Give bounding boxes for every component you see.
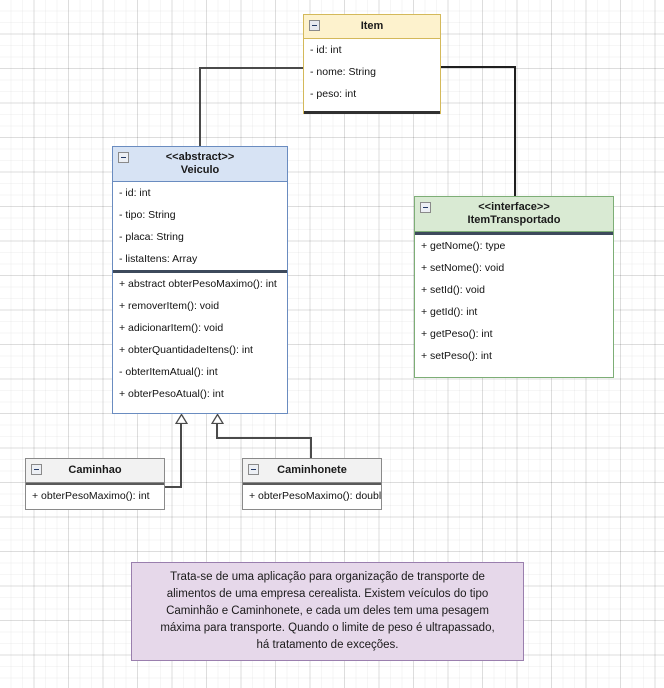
method-row: + setId(): void	[421, 284, 485, 296]
attribute-row: - tipo: String	[119, 209, 176, 221]
class-box-veiculo[interactable]: <<abstract>> Veiculo - id: int - tipo: S…	[112, 146, 288, 414]
class-header-veiculo: <<abstract>> Veiculo	[113, 147, 287, 182]
class-stereotype: <<interface>>	[478, 201, 550, 213]
note-box[interactable]: Trata-se de uma aplicação para organizaç…	[131, 562, 524, 661]
note-text: Trata-se de uma aplicação para organizaç…	[160, 571, 495, 651]
attributes-compartment-caminhao	[26, 483, 164, 485]
attribute-row: - placa: String	[119, 231, 184, 243]
class-box-itemtransportado[interactable]: <<interface>> ItemTransportado + getNome…	[414, 196, 614, 378]
class-box-caminhonete[interactable]: Caminhonete + obterPesoMaximo(): doubl	[242, 458, 382, 510]
generalization-arrow-caminhonete	[211, 414, 224, 424]
methods-compartment-caminhonete: + obterPesoMaximo(): doubl	[243, 485, 381, 507]
method-row: + getId(): int	[421, 306, 478, 318]
method-row: + obterPesoMaximo(): int	[32, 490, 150, 502]
connector-caminhonete-veiculo-horizontal	[216, 437, 312, 439]
class-header-itemtransportado: <<interface>> ItemTransportado	[415, 197, 613, 232]
class-name: Item	[360, 20, 384, 32]
attributes-compartment-caminhonete	[243, 483, 381, 485]
method-row: + getPeso(): int	[421, 328, 493, 340]
method-row: + removerItem(): void	[119, 300, 220, 312]
generalization-arrow-caminhao	[175, 414, 188, 424]
attributes-compartment-item: - id: int - nome: String - peso: int	[304, 39, 440, 114]
method-row: + obterPesoMaximo(): doubl	[249, 490, 381, 502]
class-name: Veiculo	[180, 164, 220, 176]
class-header-caminhonete: Caminhonete	[243, 459, 381, 483]
attribute-row: - id: int	[310, 44, 342, 56]
method-row: + setNome(): void	[421, 262, 505, 274]
collapse-icon[interactable]	[248, 464, 259, 475]
class-box-item[interactable]: Item - id: int - nome: String - peso: in…	[303, 14, 441, 114]
connector-item-itemtransportado-horizontal	[441, 66, 516, 68]
connector-item-veiculo-vertical	[199, 67, 201, 147]
method-row: + setPeso(): int	[421, 350, 492, 362]
class-stereotype: <<abstract>>	[165, 151, 235, 163]
class-header-caminhao: Caminhao	[26, 459, 164, 483]
collapse-icon[interactable]	[31, 464, 42, 475]
collapse-icon[interactable]	[309, 20, 320, 31]
collapse-icon[interactable]	[420, 202, 431, 213]
collapse-icon[interactable]	[118, 152, 129, 163]
method-row: + adicionarItem(): void	[119, 322, 224, 334]
methods-compartment-caminhao: + obterPesoMaximo(): int	[26, 485, 164, 507]
connector-item-veiculo-horizontal	[199, 67, 304, 69]
attribute-row: - nome: String	[310, 66, 376, 78]
attributes-compartment-itemtransportado	[415, 232, 613, 235]
class-name: ItemTransportado	[467, 214, 561, 226]
method-row: + abstract obterPesoMaximo(): int	[119, 278, 277, 290]
connector-caminhao-veiculo-vertical	[180, 423, 182, 488]
class-header-item: Item	[304, 15, 440, 39]
connector-caminhonete-veiculo-vertical-top	[216, 423, 218, 438]
method-row: + obterQuantidadeItens(): int	[119, 344, 253, 356]
method-row: - obterItemAtual(): int	[119, 366, 218, 378]
attributes-compartment-veiculo: - id: int - tipo: String - placa: String…	[113, 182, 287, 273]
connector-caminhonete-veiculo-vertical-bottom	[310, 437, 312, 459]
attribute-row: - peso: int	[310, 88, 357, 100]
class-box-caminhao[interactable]: Caminhao + obterPesoMaximo(): int	[25, 458, 165, 510]
methods-compartment-itemtransportado: + getNome(): type + setNome(): void + se…	[415, 235, 613, 367]
attribute-row: - listaItens: Array	[119, 253, 198, 265]
connector-item-itemtransportado-vertical	[514, 66, 516, 197]
class-name: Caminhonete	[277, 464, 347, 476]
method-row: + getNome(): type	[421, 240, 506, 252]
methods-compartment-veiculo: + abstract obterPesoMaximo(): int + remo…	[113, 273, 287, 405]
class-name: Caminhao	[68, 464, 122, 476]
attribute-row: - id: int	[119, 187, 151, 199]
connector-caminhao-veiculo-horizontal	[164, 486, 182, 488]
method-row: + obterPesoAtual(): int	[119, 388, 224, 400]
